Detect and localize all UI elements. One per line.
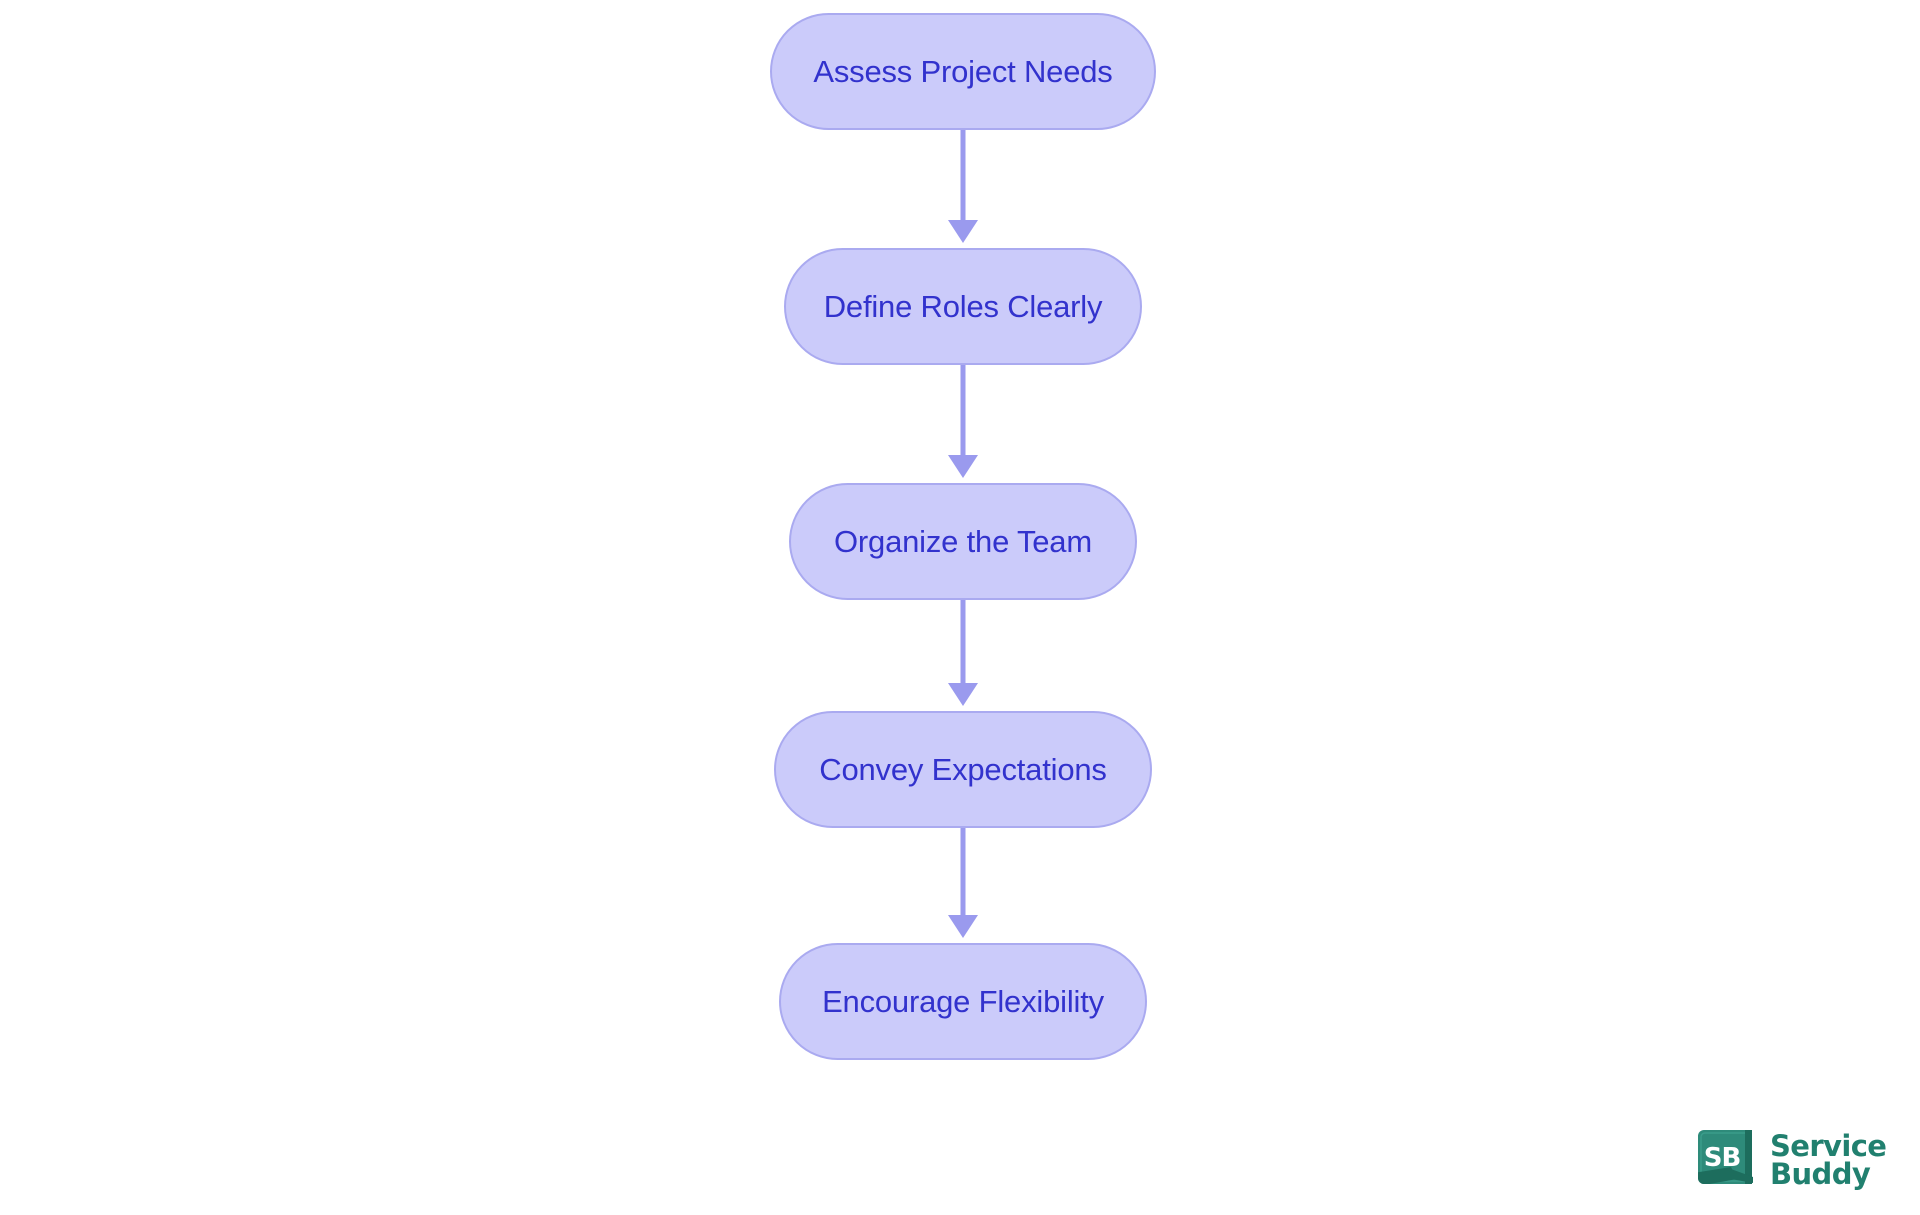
logo-name-line-2: Buddy xyxy=(1770,1157,1871,1191)
arrowhead-define-to-organize xyxy=(948,455,978,478)
arrowhead-assess-to-define xyxy=(948,220,978,243)
flow-node-convey-expectations[interactable]: Convey Expectations xyxy=(774,711,1152,828)
arrowhead-convey-to-encourage xyxy=(948,915,978,938)
flow-node-assess-project-needs[interactable]: Assess Project Needs xyxy=(770,13,1156,130)
flow-node-define-roles-clearly[interactable]: Define Roles Clearly xyxy=(784,248,1142,365)
flow-node-label: Encourage Flexibility xyxy=(822,983,1104,1019)
logo-name-line-1: Service xyxy=(1770,1128,1887,1163)
flow-node-label: Define Roles Clearly xyxy=(823,288,1103,324)
flow-node-encourage-flexibility[interactable]: Encourage Flexibility xyxy=(779,943,1147,1060)
flow-node-organize-the-team[interactable]: Organize the Team xyxy=(789,483,1137,600)
flow-node-label: Organize the Team xyxy=(834,523,1092,559)
service-buddy-mark-icon: SB xyxy=(1697,1129,1759,1191)
service-buddy-logo: SB Service Buddy xyxy=(1697,1122,1887,1198)
flow-node-label: Convey Expectations xyxy=(819,751,1107,787)
svg-text:SB: SB xyxy=(1704,1143,1741,1173)
flow-node-label: Assess Project Needs xyxy=(813,53,1113,89)
service-buddy-wordmark: Service Buddy xyxy=(1770,1128,1887,1191)
arrowhead-organize-to-convey xyxy=(948,683,978,706)
